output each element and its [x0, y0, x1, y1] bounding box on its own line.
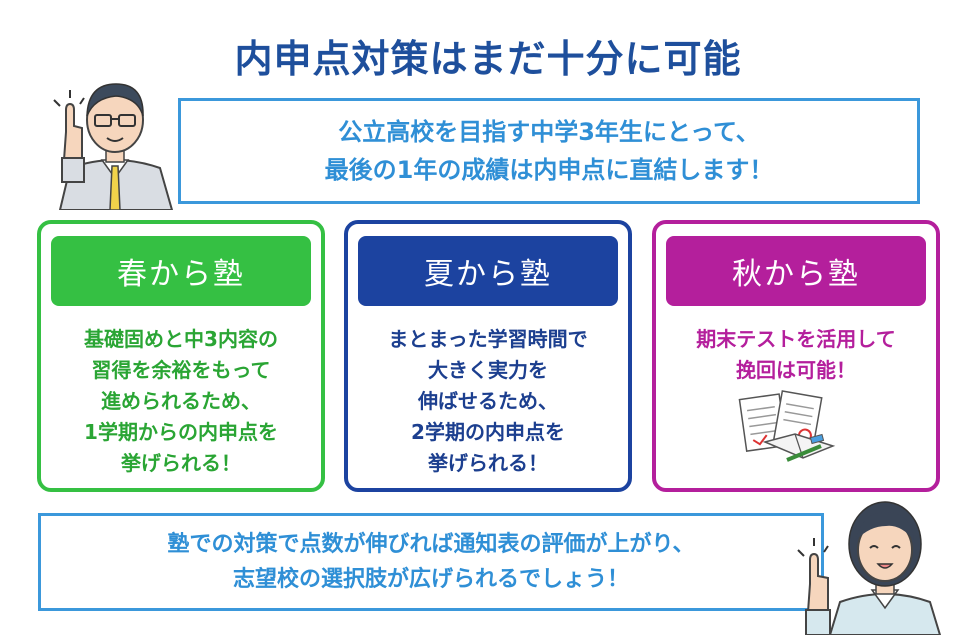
- card-text-line: 2学期の内申点を: [411, 420, 565, 444]
- card-text-line: 伸ばせるため、: [418, 389, 558, 413]
- card-summer: 夏から塾 まとまった学習時間で 大きく実力を 伸ばせるため、 2学期の内申点を …: [344, 220, 632, 492]
- intro-speech-bubble: 公立高校を目指す中学3年生にとって、 最後の1年の成績は内申点に直結します！: [178, 98, 920, 204]
- card-spring-label: 春から塾: [51, 236, 311, 306]
- male-teacher-illustration: [53, 83, 174, 210]
- card-text-line: 挙げられる！: [121, 451, 241, 475]
- card-text-line: 挽回は可能！: [736, 358, 856, 382]
- test-papers-illustration: [738, 390, 836, 462]
- card-text-line: 大きく実力を: [428, 358, 548, 382]
- card-text-line: 期末テストを活用して: [696, 327, 896, 351]
- card-text-line: 挙げられる！: [428, 451, 548, 475]
- card-summer-label: 夏から塾: [358, 236, 618, 306]
- card-text-line: 1学期からの内申点を: [84, 420, 278, 444]
- intro-line-1: 公立高校を目指す中学3年生にとって、: [338, 117, 760, 146]
- conclusion-speech-bubble: 塾での対策で点数が伸びれば通知表の評価が上がり、 志望校の選択肢が広げられるでし…: [38, 513, 824, 611]
- female-teacher-illustration: [797, 501, 942, 635]
- card-text-line: まとまった学習時間で: [388, 327, 588, 351]
- card-autumn-label: 秋から塾: [666, 236, 926, 306]
- card-text-line: 習得を余裕をもって: [91, 358, 271, 382]
- card-autumn-text: 期末テストを活用して 挽回は可能！: [664, 324, 928, 386]
- page-title: 内申点対策はまだ十分に可能: [234, 37, 742, 81]
- card-text-line: 基礎固めと中3内容の: [84, 327, 278, 351]
- card-text-line: 進められるため、: [101, 389, 261, 413]
- conclusion-line-1: 塾での対策で点数が伸びれば通知表の評価が上がり、: [167, 531, 695, 557]
- card-summer-text: まとまった学習時間で 大きく実力を 伸ばせるため、 2学期の内申点を 挙げられる…: [356, 324, 620, 479]
- conclusion-line-2: 志望校の選択肢が広げられるでしょう！: [232, 567, 629, 592]
- card-spring-text: 基礎固めと中3内容の 習得を余裕をもって 進められるため、 1学期からの内申点を…: [49, 324, 313, 479]
- card-spring: 春から塾 基礎固めと中3内容の 習得を余裕をもって 進められるため、 1学期から…: [37, 220, 325, 492]
- intro-line-2: 最後の1年の成績は内申点に直結します！: [324, 156, 774, 184]
